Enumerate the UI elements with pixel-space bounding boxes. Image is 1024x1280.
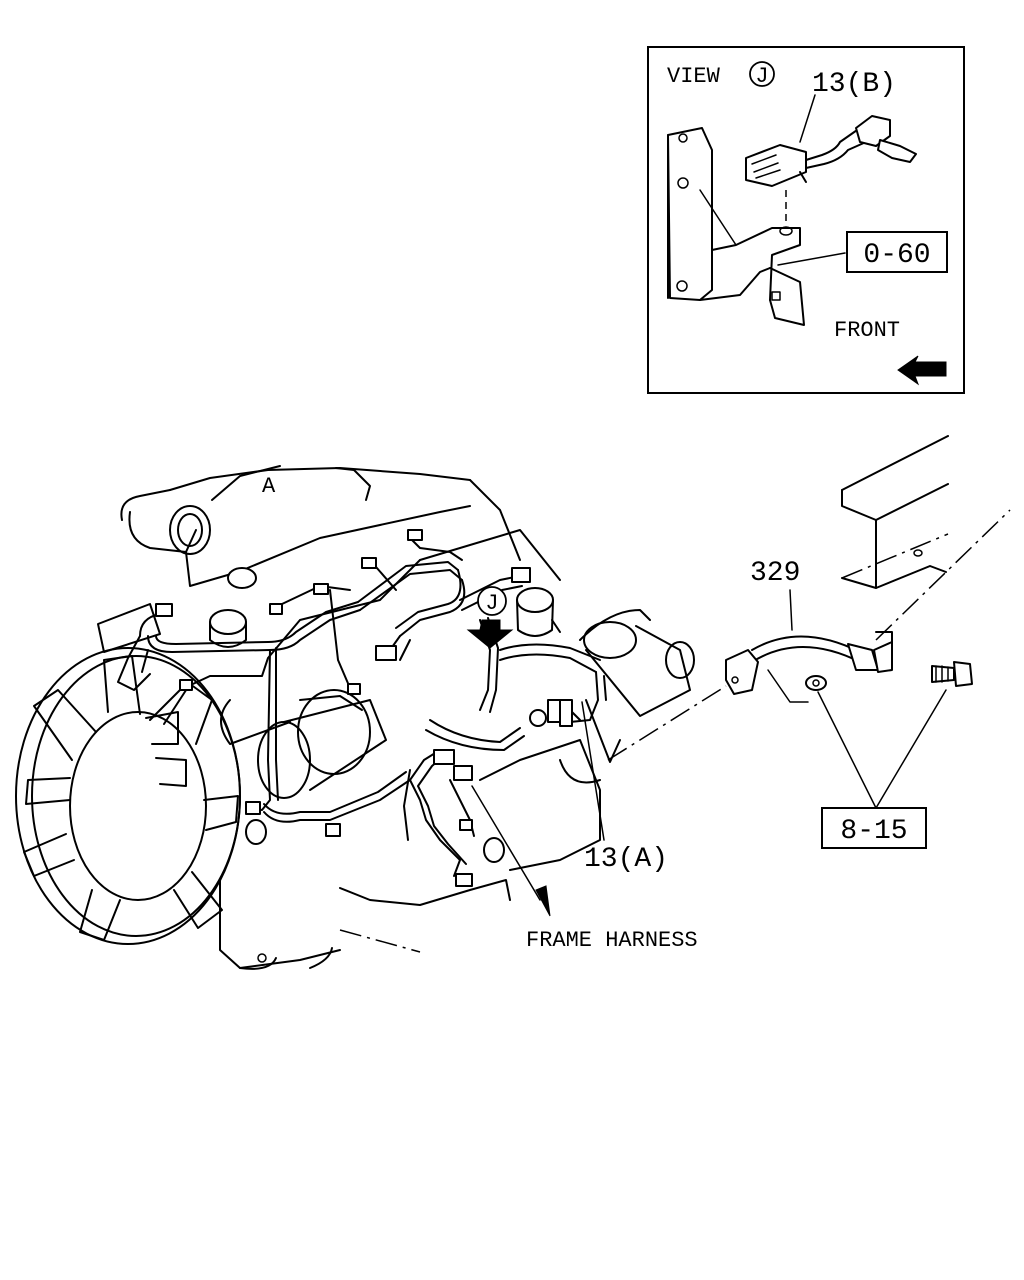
mounting-bracket: [667, 127, 805, 326]
leader-0-60: [777, 252, 846, 266]
part-329-label: 329: [750, 558, 800, 589]
engine-marker-label: A: [262, 474, 276, 499]
leader-8-15: [817, 689, 947, 809]
washer: [805, 675, 827, 691]
frame-harness-label: FRAME HARNESS: [526, 928, 698, 953]
ref-box-0-60: [846, 231, 948, 273]
ref-box-8-15: [821, 807, 927, 849]
front-label: FRONT: [834, 318, 900, 343]
inset-frame: [647, 46, 965, 394]
view-j-marker: J: [466, 586, 514, 649]
view-letter: J: [755, 64, 768, 89]
engine-assembly: A: [15, 465, 695, 970]
ref-0-60-label: 0-60: [863, 240, 930, 271]
view-marker-circle: [477, 586, 507, 616]
view-letter-circle: [749, 61, 775, 87]
ground-strap-329: 329: [607, 558, 973, 761]
harness-13b-connector: [745, 115, 917, 187]
frame-harness-arrow: [471, 785, 551, 917]
ref-8-15-label: 8-15: [840, 816, 907, 847]
view-direction-arrow-icon: [466, 619, 514, 649]
cooling-fan: [15, 647, 241, 945]
leader-13b: [799, 94, 816, 143]
frame-rail: [841, 435, 1011, 641]
view-label: VIEW: [667, 64, 721, 89]
part-13b-label: 13(B): [812, 69, 896, 100]
part-13a-label: 13(A): [584, 844, 668, 875]
view-j-inset: VIEW J 13(B): [647, 46, 965, 394]
front-arrow-icon: [897, 355, 947, 386]
view-marker-letter: J: [485, 591, 498, 616]
leader-13a: [581, 701, 605, 841]
